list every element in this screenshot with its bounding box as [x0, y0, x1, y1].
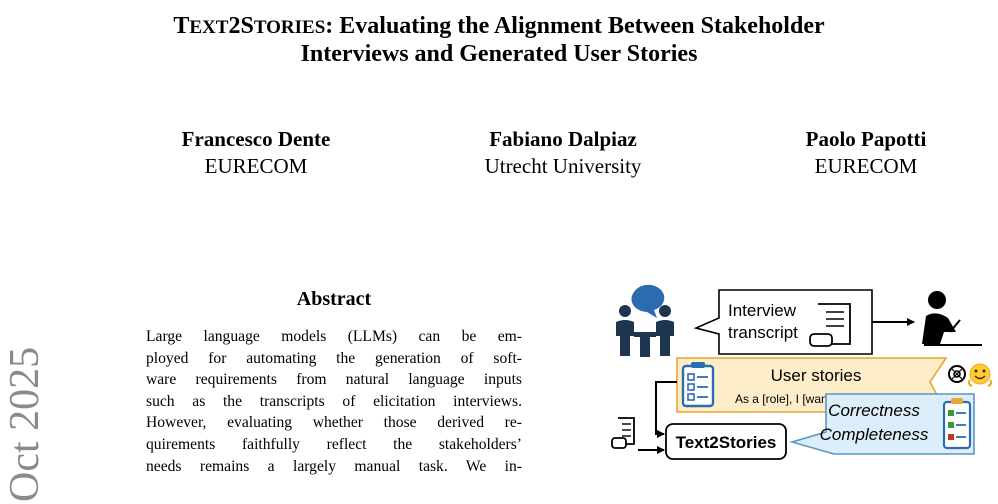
- table-top-icon: [634, 332, 656, 337]
- abstract-line: quirements faithfully reflect the stakeh…: [146, 435, 522, 453]
- author-affiliation: EURECOM: [204, 154, 308, 178]
- metric-completeness: Completeness: [820, 425, 929, 444]
- table-leg-icon: [640, 337, 650, 357]
- title-line-1-rest: : Evaluating the Alignment Between Stake…: [325, 13, 825, 39]
- person-left-head-icon: [619, 305, 631, 317]
- author-name: Francesco Dente: [181, 127, 331, 151]
- abstract-line: However, evaluating whether those derive…: [146, 414, 522, 432]
- abstract-heading: Abstract: [296, 288, 372, 310]
- writer-person-icon: [922, 291, 982, 346]
- title-cap-2s: 2S: [228, 13, 254, 39]
- person-right-head-icon: [659, 305, 671, 317]
- cross-icon: [948, 434, 954, 440]
- abstract-line: Large language models (LLMs) can be em-: [146, 328, 522, 345]
- check-icon: [948, 410, 954, 416]
- metrics-callout: Correctness Completeness: [789, 393, 975, 455]
- paper-title-line-1: TEXT2STORIES: Evaluating the Alignment B…: [0, 12, 998, 42]
- arxiv-side-stamp: Oct 2025: [2, 347, 44, 502]
- abstract-body: Large language models (LLMs) can be em- …: [146, 326, 522, 477]
- user-stories-title: User stories: [771, 366, 862, 385]
- checklist-icon: [942, 398, 972, 450]
- small-transcript-icon: [611, 417, 635, 449]
- clipboard-list-icon: [681, 362, 715, 408]
- author-block-2: Fabiano Dalpiaz Utrecht University: [433, 126, 693, 180]
- author-affiliation: Utrecht University: [484, 154, 642, 178]
- metric-correctness: Correctness: [828, 401, 920, 420]
- speech-bubble-icon: [631, 284, 665, 318]
- arxiv-stamp-text: Oct 2025: [2, 347, 44, 502]
- text2stories-box: [665, 423, 787, 460]
- title-cap-t: T: [173, 13, 190, 39]
- text2stories-label: Text2Stories: [676, 433, 777, 452]
- interview-transcript-callout: Interview transcript: [693, 289, 873, 355]
- person-left-body-icon: [616, 320, 634, 356]
- person-right-body-icon: [656, 320, 674, 356]
- paper-title-line-2: Interviews and Generated User Stories: [300, 41, 698, 67]
- author-name: Fabiano Dalpiaz: [489, 127, 637, 151]
- connector-from-writer: [655, 381, 677, 414]
- check-icon: [948, 422, 954, 428]
- abstract-line: ployed for automating the generation of …: [146, 349, 522, 367]
- interview-people-icon: [616, 284, 674, 357]
- scroll-document-icon: [809, 303, 851, 347]
- openai-logo-icon: [948, 365, 966, 383]
- hugging-face-logo-icon: [967, 363, 993, 387]
- transcript-label: transcript: [728, 323, 798, 342]
- abstract-line: ware requirements from natural language …: [146, 371, 522, 389]
- abstract-line: such as the transcripts of elicitation i…: [146, 392, 522, 410]
- pipeline-figure: Interview transcript User sto: [611, 284, 993, 460]
- title-small-tories: TORIES: [253, 17, 326, 38]
- author-block-3: Paolo Papotti EURECOM: [736, 126, 996, 180]
- author-block-1: Francesco Dente EURECOM: [126, 126, 386, 180]
- arrow-stories-to-tool: [655, 414, 665, 438]
- abstract-line: needs remains a largely manual task. We …: [146, 457, 522, 475]
- author-affiliation: EURECOM: [814, 154, 918, 178]
- interview-label: Interview: [728, 301, 797, 320]
- title-small-ext: EXT: [189, 17, 229, 38]
- metrics-box: [789, 393, 975, 455]
- author-name: Paolo Papotti: [805, 127, 927, 151]
